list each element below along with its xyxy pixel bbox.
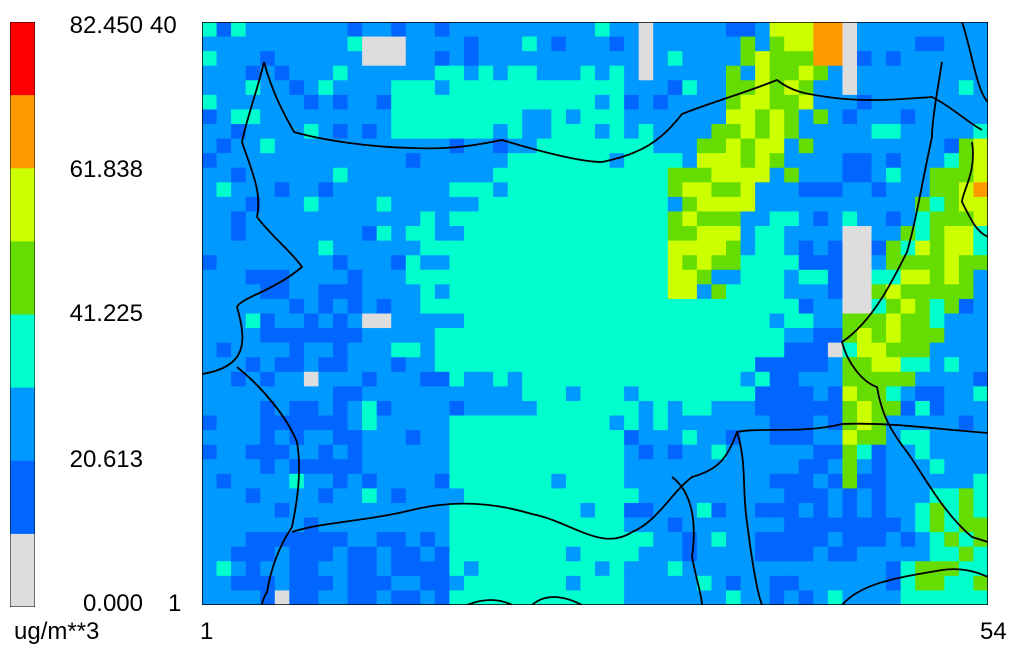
bottom-coast-fragment (531, 596, 583, 605)
northern-border-line (263, 61, 983, 163)
southern-border-line (291, 422, 988, 540)
eastern-border-upper (961, 141, 988, 238)
bottom-coast-fragment-2 (466, 599, 513, 605)
x-tick-right: 54 (980, 618, 1007, 645)
legend-swatch (10, 168, 35, 242)
concentration-map (202, 22, 988, 605)
legend-swatch (10, 387, 35, 462)
y-tick-bottom: 1 (168, 590, 182, 617)
southeast-coast-fragment (841, 568, 988, 605)
legend-swatch (10, 241, 35, 315)
country-borders (202, 22, 988, 605)
southern-border-lower (671, 476, 703, 605)
x-tick-left: 1 (200, 618, 214, 645)
eastern-coast-line (841, 61, 988, 543)
legend-swatch (10, 22, 35, 96)
legend-swatch (10, 314, 35, 389)
southeast-border (736, 431, 763, 605)
legend-swatch (10, 460, 35, 535)
western-border-line (202, 61, 303, 375)
legend-unit: ug/m**3 (14, 618, 100, 645)
legend-label-4: 20.613 (69, 446, 143, 473)
y-tick-top: 40 (150, 12, 177, 39)
legend-label-3: 41.225 (69, 300, 143, 327)
color-legend-bar (10, 22, 35, 607)
western-border-lower (236, 366, 300, 605)
legend-swatch (10, 95, 35, 169)
legend-label-max: 82.450 (69, 12, 143, 39)
legend-label-2: 61.838 (69, 156, 143, 183)
legend-label-min: 0.000 (82, 590, 143, 617)
legend-swatch (10, 533, 35, 607)
map-grid-cells (202, 22, 988, 605)
northeast-coast (961, 22, 988, 103)
